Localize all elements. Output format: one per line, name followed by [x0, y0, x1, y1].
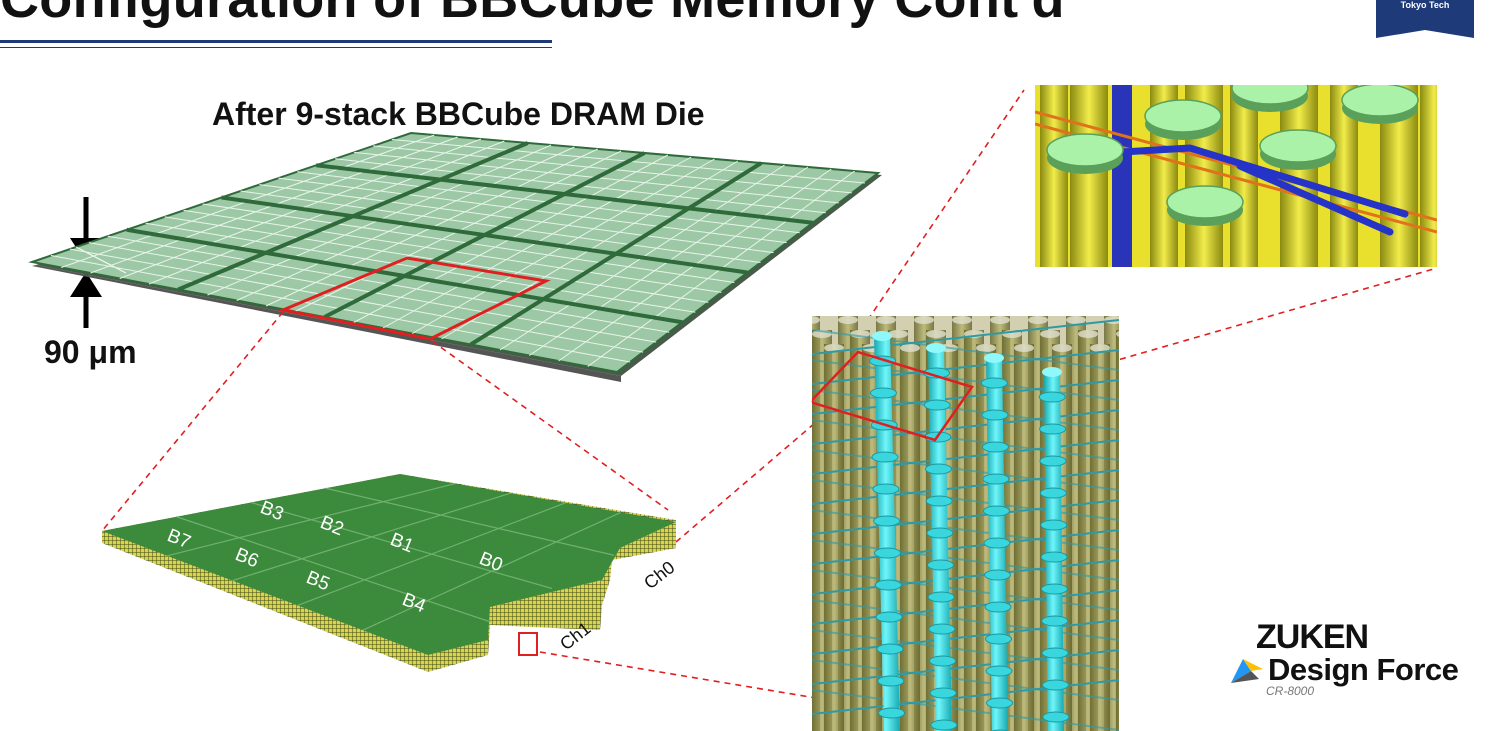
title-rule-thin: [0, 47, 552, 48]
tsv-wiring-closeup: [1035, 85, 1437, 267]
title-rule: [0, 40, 552, 43]
thickness-label: 90 μm: [44, 334, 137, 370]
slide-title: Configuration of BBCube Memory Cont'd: [0, 0, 1065, 30]
design-force-icon: [1231, 659, 1263, 683]
stacked-wafer: [28, 131, 882, 382]
channel-label-ch0: Ch0: [640, 557, 678, 593]
vendor-name: ZUKEN: [1256, 618, 1369, 656]
tsv-array-closeup: [812, 316, 1119, 731]
tokyo-tech-logo: [1376, 0, 1474, 38]
selected-die-outline: [277, 256, 551, 341]
product-version: CR-8000: [1266, 684, 1315, 698]
dram-die: [102, 474, 676, 672]
top-view-heading: After 9-stack BBCube DRAM Die: [212, 96, 705, 132]
channel-selection-box: [518, 632, 538, 656]
product-name: Design Force: [1268, 652, 1459, 687]
org-label: Tokyo Tech: [1400, 0, 1450, 10]
